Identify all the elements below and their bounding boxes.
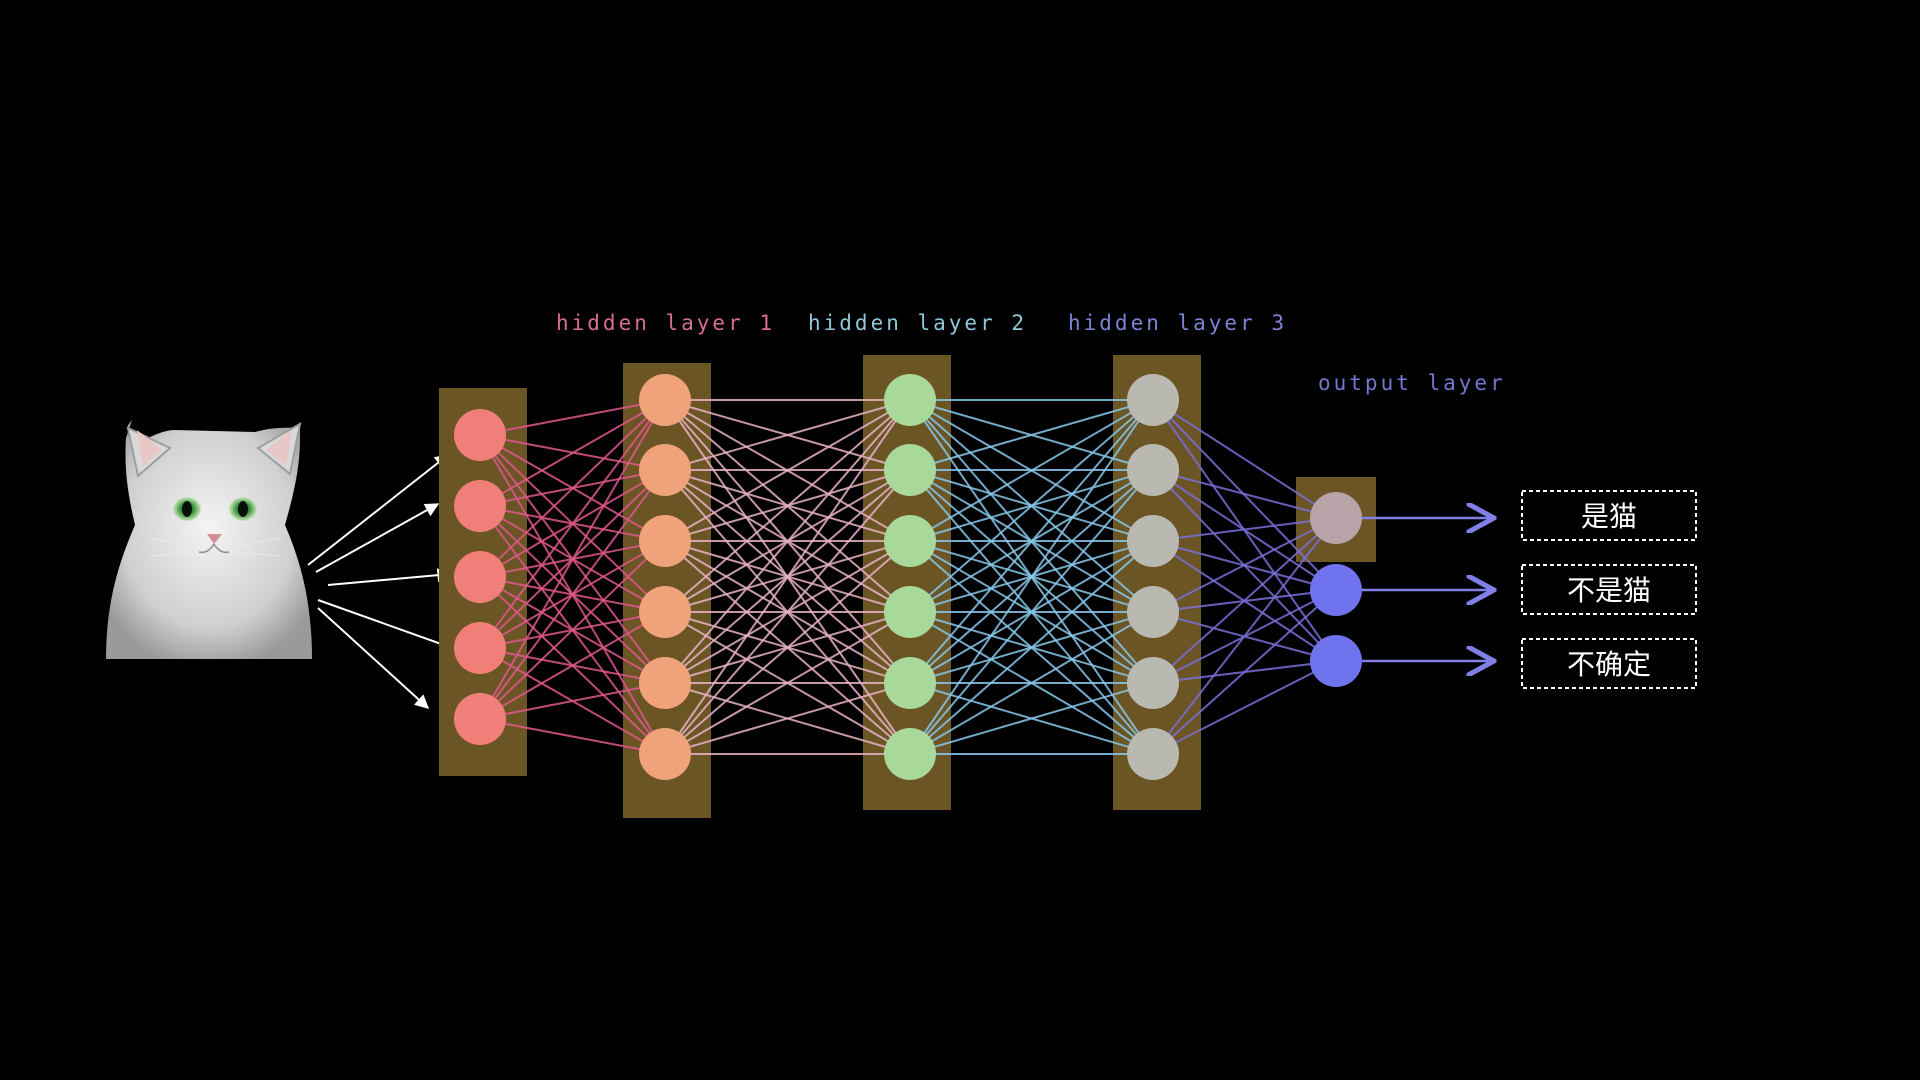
connection-hidden-3-to-output <box>1152 517 1337 755</box>
connection-hidden-2-to-hidden-3 <box>909 399 1154 684</box>
connection-input-to-hidden-1 <box>479 718 666 755</box>
connection-input-to-hidden-1 <box>479 682 666 720</box>
cat-left-ear-inner <box>137 430 162 466</box>
input-neuron-2 <box>454 480 506 532</box>
hidden-2-neuron-3 <box>884 515 936 567</box>
hidden-1-neuron-2 <box>639 444 691 496</box>
connection-hidden-2-to-hidden-3 <box>909 399 1154 542</box>
connection-hidden-3-to-output <box>1152 469 1337 519</box>
hidden-2-neuron-6 <box>884 728 936 780</box>
connection-hidden-1-to-hidden-2 <box>664 399 911 613</box>
connection-hidden-3-to-output <box>1152 399 1337 519</box>
connection-hidden-3-to-output <box>1152 660 1337 755</box>
connection-hidden-1-to-hidden-2 <box>664 540 911 755</box>
hidden-1-neuron-3 <box>639 515 691 567</box>
result-label-cat: 是猫 <box>1581 500 1637 533</box>
input-arrow-3 <box>327 568 452 586</box>
output-neuron-1 <box>1310 492 1362 544</box>
hidden-3-neuron-2 <box>1127 444 1179 496</box>
hidden-1-neuron-4 <box>639 586 691 638</box>
hidden-3-neuron-3 <box>1127 515 1179 567</box>
hidden-layer-1-label: hidden layer 1 <box>556 311 775 335</box>
hidden-3-neuron-6 <box>1127 728 1179 780</box>
connection-input-to-hidden-1 <box>479 611 666 720</box>
input-arrow-4 <box>317 599 460 653</box>
connection-hidden-3-to-output <box>1152 517 1337 684</box>
connection-hidden-2-to-hidden-3 <box>909 540 1154 755</box>
output-arrows <box>1362 518 1494 661</box>
hidden-1-neuron-5 <box>639 657 691 709</box>
hidden-layer-2-label: hidden layer 2 <box>808 311 1027 335</box>
hidden-2-neuron-2 <box>884 444 936 496</box>
connections <box>479 399 1337 755</box>
result-box-not-cat <box>1521 564 1697 615</box>
result-label-uncertain: 不确定 <box>1567 648 1651 681</box>
connection-hidden-3-to-output <box>1152 517 1337 542</box>
cat-nose <box>207 534 222 544</box>
output-neuron-3 <box>1310 635 1362 687</box>
hidden-1-neuron-1 <box>639 374 691 426</box>
input-neuron-5 <box>454 693 506 745</box>
input-neuron-1 <box>454 409 506 461</box>
connection-hidden-1-to-hidden-2 <box>664 399 911 542</box>
connection-hidden-1-to-hidden-2 <box>664 399 911 755</box>
cat-right-ear-inner <box>266 430 292 466</box>
output-layer-label: output layer <box>1318 371 1506 395</box>
input-arrows <box>307 454 460 709</box>
connection-hidden-2-to-hidden-3 <box>909 611 1154 755</box>
result-box-uncertain <box>1521 638 1697 689</box>
connection-hidden-2-to-hidden-3 <box>909 399 1154 613</box>
result-box-cat <box>1521 490 1697 541</box>
connection-hidden-3-to-output <box>1152 517 1337 613</box>
output-neuron-2 <box>1310 564 1362 616</box>
input-neuron-3 <box>454 551 506 603</box>
hidden-1-neuron-6 <box>639 728 691 780</box>
connection-input-to-hidden-1 <box>479 540 666 720</box>
cat-image <box>106 420 312 659</box>
cat-body <box>106 420 312 659</box>
connection-hidden-1-to-hidden-2 <box>664 399 911 684</box>
input-arrow-2 <box>315 503 440 573</box>
connection-hidden-2-to-hidden-3 <box>909 399 1154 755</box>
connection-input-to-hidden-1 <box>479 399 666 507</box>
hidden-2-neuron-1 <box>884 374 936 426</box>
result-label-not-cat: 不是猫 <box>1567 574 1651 607</box>
connection-input-to-hidden-1 <box>479 399 666 720</box>
hidden-3-neuron-5 <box>1127 657 1179 709</box>
connection-input-to-hidden-1 <box>479 469 666 720</box>
neurons <box>454 374 1362 780</box>
hidden-3-neuron-1 <box>1127 374 1179 426</box>
connection-hidden-2-to-hidden-3 <box>909 399 1154 471</box>
connection-hidden-2-to-hidden-3 <box>909 682 1154 755</box>
input-arrow-5 <box>317 607 430 709</box>
hidden-3-neuron-4 <box>1127 586 1179 638</box>
connection-hidden-1-to-hidden-2 <box>664 611 911 755</box>
connection-hidden-2-to-hidden-3 <box>909 469 1154 755</box>
connection-hidden-1-to-hidden-2 <box>664 399 911 471</box>
input-neuron-4 <box>454 622 506 674</box>
hidden-2-neuron-4 <box>884 586 936 638</box>
input-arrow-1 <box>307 454 450 566</box>
hidden-2-neuron-5 <box>884 657 936 709</box>
connection-hidden-3-to-output <box>1152 589 1337 755</box>
connection-input-to-hidden-1 <box>479 399 666 649</box>
connection-hidden-1-to-hidden-2 <box>664 469 911 755</box>
hidden-layer-3-label: hidden layer 3 <box>1068 311 1287 335</box>
connection-input-to-hidden-1 <box>479 399 666 578</box>
connection-hidden-1-to-hidden-2 <box>664 682 911 755</box>
output-result-boxes: 是猫 不是猫 不确定 <box>1521 490 1697 689</box>
connection-input-to-hidden-1 <box>479 399 666 436</box>
